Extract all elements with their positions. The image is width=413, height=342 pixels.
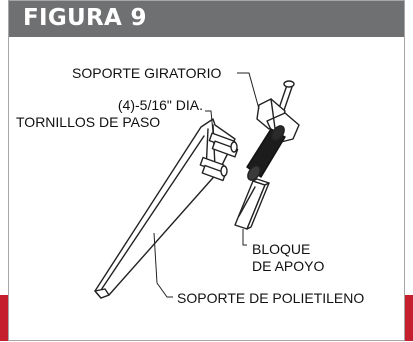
label-bolts-line1: (4)-5/16" DIA. bbox=[117, 97, 203, 113]
left-red-accent-bar bbox=[0, 295, 8, 341]
label-bolts-line2: TORNILLOS DE PASO bbox=[16, 114, 161, 130]
support-block-part bbox=[234, 178, 270, 230]
leader-swivel bbox=[237, 72, 260, 110]
figure-header: FIGURA 9 bbox=[9, 1, 404, 37]
right-red-accent-bar bbox=[405, 295, 413, 341]
leader-block bbox=[242, 229, 247, 246]
figure-title: FIGURA 9 bbox=[23, 5, 147, 31]
leader-poly bbox=[153, 232, 173, 298]
label-block-line1: BLOQUE bbox=[252, 241, 311, 257]
label-swivel-bracket: SOPORTE GIRATORIO bbox=[72, 65, 222, 81]
carriage-bolts-part bbox=[199, 132, 239, 182]
assembly-drawing bbox=[94, 72, 300, 299]
figure-panel: FIGURA 9 bbox=[8, 0, 405, 341]
leader-bolts bbox=[205, 110, 214, 134]
leader-lines bbox=[153, 72, 260, 298]
label-poly-bracket: SOPORTE DE POLIETILENO bbox=[177, 290, 365, 306]
polyethylene-bracket-part bbox=[94, 118, 236, 299]
cylinder-part bbox=[246, 125, 286, 181]
label-block-line2: DE APOYO bbox=[252, 258, 325, 274]
